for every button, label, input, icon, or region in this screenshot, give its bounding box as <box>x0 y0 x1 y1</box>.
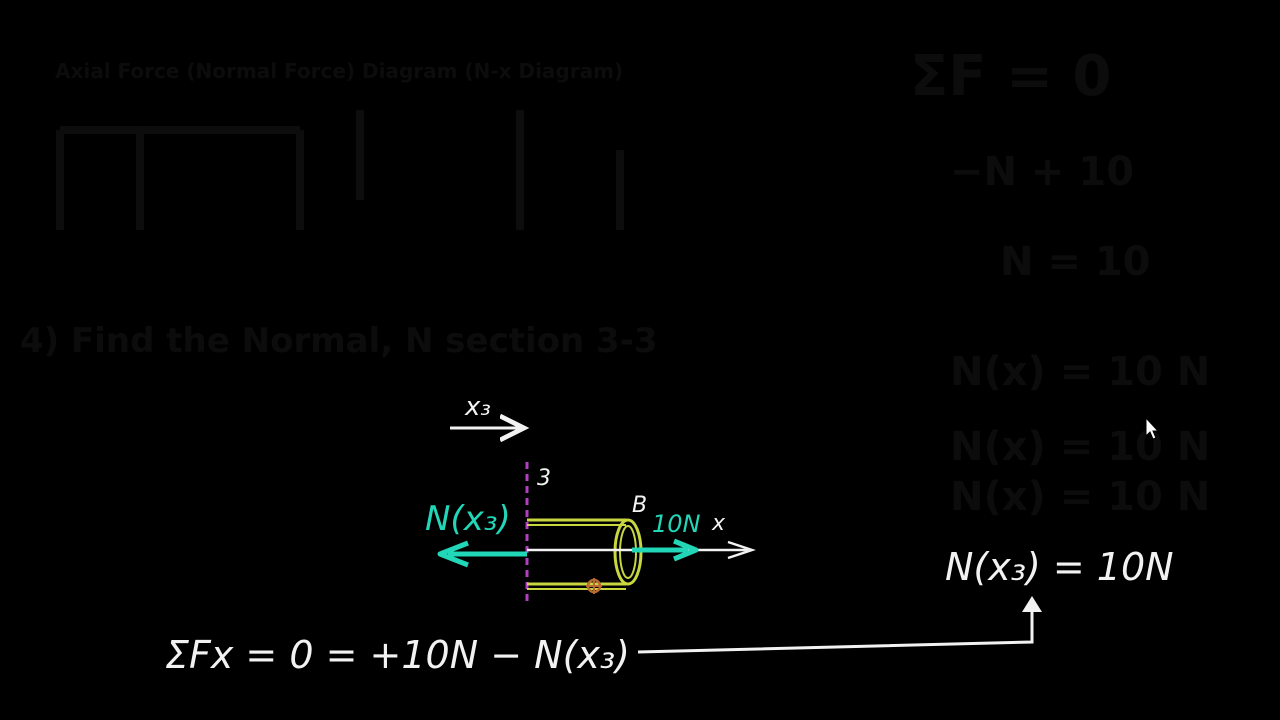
result-equation: N(x₃) = 10N <box>945 545 1174 589</box>
distance-label: x₃ <box>464 392 491 422</box>
applied-force-label: 10N <box>652 510 701 538</box>
ghost-bar-sketch <box>56 110 624 230</box>
ghost-right-b: N = 10 <box>1000 239 1151 285</box>
ghost-right-c: N(x) = 10 N <box>950 349 1210 395</box>
ghost-right-d: N(x) = 10 N <box>950 424 1210 470</box>
mouse-cursor-icon <box>1145 416 1160 440</box>
ghost-right-a: −N + 10 <box>950 149 1134 195</box>
distance-marker: x₃ <box>450 392 524 428</box>
ghost-right-e: N(x) = 10 N <box>950 474 1210 520</box>
ghost-writing: Axial Force (Normal Force) Diagram (N-x … <box>20 44 1210 520</box>
bar-segment: B <box>527 493 647 594</box>
internal-force: N(x₃) <box>425 499 527 568</box>
equilibrium-equation: ΣFx = 0 = +10N − N(x₃) <box>165 633 630 677</box>
ghost-title: Axial Force (Normal Force) Diagram (N-x … <box>55 59 623 83</box>
point-label: B <box>632 493 647 518</box>
connector-arrow <box>637 606 1034 654</box>
x-axis-arrowhead <box>727 540 756 560</box>
connector-arrowhead <box>1022 596 1042 612</box>
applied-force: 10N <box>632 510 701 562</box>
internal-force-label: N(x₃) <box>425 499 511 539</box>
section-label: 3 <box>537 466 551 491</box>
ghost-line-2: 4) Find the Normal, N section 3-3 <box>20 321 657 361</box>
internal-force-arrowhead <box>437 540 469 568</box>
section-cut: 3 <box>525 462 551 604</box>
x-axis-label: x <box>711 511 726 536</box>
ghost-right-top: ΣF = 0 <box>910 44 1111 109</box>
applied-force-arrowhead <box>673 538 699 562</box>
